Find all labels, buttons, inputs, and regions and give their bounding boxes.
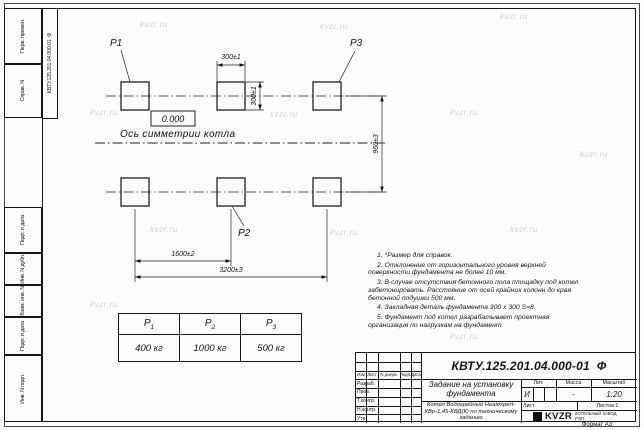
note-item: 5. Фундамент под котел разрабатывает про… [368,314,550,329]
pad-load-label-p3: Р3 [350,38,363,49]
sheets-value: 1 [615,402,619,409]
leader-line-p1 [120,49,131,83]
col-header-data: Дата [411,372,421,378]
grid-line [356,405,421,407]
mass-label: Масса [565,380,582,386]
header-sub: 1 [150,323,155,331]
grid-line [421,401,637,402]
col-header-podp: Подп. [400,372,411,378]
mass-value: - [572,389,575,399]
grid-line [591,379,592,401]
row-label-razrab: Разраб. [357,380,376,387]
header-sub: 3 [272,323,277,331]
stamp-field-sprav-n: Справ. N [4,64,42,118]
grid-line [544,387,546,401]
drawing-frame [42,8,636,422]
grid-line [421,379,637,380]
level-mark-box [150,110,196,127]
table-row: 400 кг 1000 кг 500 кг [118,334,302,362]
stamp-field-inv-podl: Инв. N подл. [4,355,42,422]
grid-line [356,370,421,372]
row-label-prov: Пров. [357,389,371,396]
grid-line [577,401,578,410]
kvzr-logo-text: KVZR [544,411,573,422]
symmetry-axis-label: Ось симметрии котла [120,129,235,140]
table-row: Р1 Р2 Р3 [118,313,302,335]
grid-line [356,388,421,389]
foundation-pad-bottom-left [120,177,150,207]
company-name: КОТЕЛЬНЫЙ ЗАВОД РЭП [575,410,617,421]
load-value-p3: 500 кг [240,334,302,362]
technical-notes: 1. *Размер для справок. 2. Отклонение от… [368,252,586,332]
level-mark-value: 0.000 [162,114,185,124]
load-table-header-p1: Р1 [118,313,180,335]
foundation-pad-bottom-right [312,177,342,207]
col-header-list: Лист [367,372,377,378]
scale-label: Масштаб [602,380,626,386]
leader-line-p2 [231,205,245,227]
load-value-p1: 400 кг [118,334,180,362]
grid-line [356,414,421,416]
corner-designation-cell: КВТУ.125.201.04.000-01 Ф [43,9,58,119]
scale-value: 1:20 [606,389,622,399]
leader-line-p3 [338,50,356,83]
header-sub: 2 [211,323,216,331]
grid-line [421,353,422,423]
grid-line [532,387,534,401]
dim-text-pad-height: 300±1 [251,86,258,106]
document-designation: КВТУ.125.201.04.000-01 Ф [451,359,607,373]
company-cell: KVZR КОТЕЛЬНЫЙ ЗАВОД РЭП [522,410,636,423]
sheets-cell: Листов 1 [578,401,637,410]
load-table-header-p3: Р3 [240,313,302,335]
col-header-ndokum: N докум. [380,372,398,378]
load-value-p2: 1000 кг [179,334,241,362]
dim-text-pad-width: 300±1 [221,54,241,61]
note-item: 4. Закладная деталь фундамента 300 x 300… [377,304,536,312]
pad-load-label-p2: Р2 [238,228,251,239]
load-table-header-p2: Р2 [179,313,241,335]
foundation-pad-top-left [120,81,150,111]
note-item: 2. Отклонение от горизонтального уровня … [368,261,546,277]
dim-text-row-spacing: 960±3 [373,134,380,154]
pad-load-label-p1: Р1 [110,38,122,49]
row-label-tkontr: Т.контр. [357,398,376,405]
stamp-field-perv-primen: Перв. примен. [4,8,42,64]
document-title: Задание на установку фундамента [428,380,514,398]
dim-text-total-length: 3200±3 [219,267,242,274]
note-item: 1. *Размер для справок. [377,252,453,259]
format-label: Формат А3 [581,422,613,428]
header-base: Р [143,317,151,329]
foundation-pad-bottom-middle [216,177,246,207]
dim-text-column-spacing: 1600±2 [171,251,194,258]
row-label-utv: Утв. [357,415,367,422]
grid-line [356,361,421,363]
grid-line [521,410,637,411]
foundation-pad-top-middle [216,81,246,111]
left-margin-strip: Перв. примен. Справ. N Подп. и дата Инв.… [4,8,42,422]
col-header-izm: Изм [356,372,365,378]
stamp-field-vzam-inv: Взам. инв. N [4,285,42,317]
pad-load-table: Р1 Р2 Р3 400 кг 1000 кг 500 кг [118,313,302,362]
grid-line [356,396,421,398]
row-label-nkontr: Н.контр. [357,406,377,413]
kvzr-logo-icon [532,412,542,421]
grid-line [356,379,421,381]
product-name: Котел Водогрейный Heatexpert- КВр-1,45-К… [424,402,518,422]
stamp-field-podp-data-2: Подп. и дата [4,317,42,355]
title-block: Изм Лист N докум. Подп. Дата Разраб. Про… [355,352,637,423]
grid-line [521,387,637,388]
foundation-pad-top-right [312,81,342,111]
stamp-field-inv-dubl: Инв. N дубл. [4,253,42,285]
note-item: 3. В случае отсутствия бетонного пола пл… [368,279,579,302]
header-base: Р [204,317,212,329]
sheet-label: Лист [523,402,535,409]
lit-value: И [524,389,530,399]
sheets-label: Листов [596,402,614,409]
header-base: Р [265,317,273,329]
grid-line [556,379,557,401]
lit-label: Лит. [533,380,544,386]
stamp-field-podp-data-1: Подп. и дата [4,207,42,253]
